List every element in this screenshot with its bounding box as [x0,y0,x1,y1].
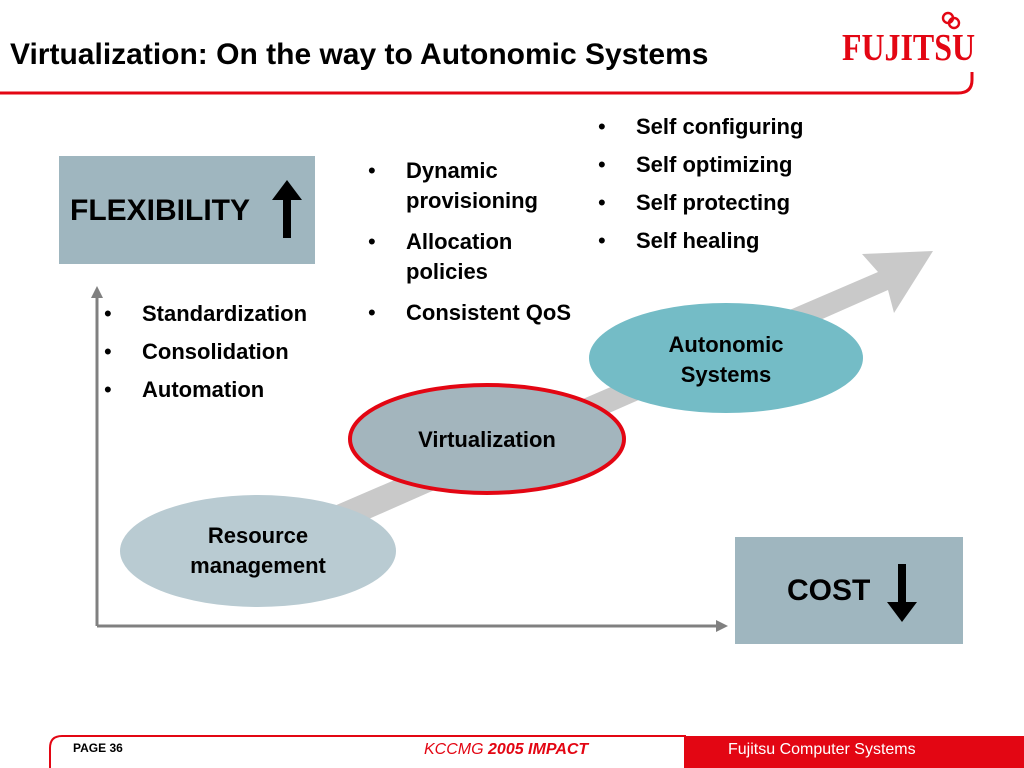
list-item: Standardization [100,300,360,327]
x-axis-arrowhead [716,620,728,632]
cost-box: COST [735,537,963,644]
resource-line1: Resource [207,523,309,548]
footer-event-name: 2005 IMPACT [488,741,589,758]
resource-management-label: Resource management [124,521,392,581]
cost-label: COST [787,574,871,607]
list-item: Automation [100,376,360,403]
page-number: PAGE 36 [73,741,123,755]
logo-text: FUJITSU [842,27,975,69]
autonomic-systems-ellipse [589,303,863,413]
resource-management-ellipse [120,495,396,607]
list-item: Allocation policies [364,227,584,287]
standardization-list: Standardization Consolidation Automation [100,300,360,414]
autonomic-line2: Systems [680,362,772,387]
flexibility-box: FLEXIBILITY [59,156,315,264]
virtualization-label: Virtualization [418,427,556,452]
list-item: Consistent QoS [364,298,584,328]
resource-line2: management [190,553,326,578]
footer-company: Fujitsu Computer Systems [728,741,916,758]
list-item: Self optimizing [594,151,884,178]
footer-bar [49,735,1024,768]
flexibility-label: FLEXIBILITY [70,194,250,227]
virtualization-features-list: Dynamic provisioning Allocation policies… [364,156,584,339]
header-divider [0,72,974,95]
list-item: Consolidation [100,338,360,365]
list-item: Self healing [594,227,884,254]
list-item: Self protecting [594,189,884,216]
footer-event: KCCMG 2005 IMPACT [424,741,588,759]
footer-event-org: KCCMG [424,741,484,758]
fujitsu-logo: FUJITSU [842,11,975,69]
virtualization-ellipse [348,383,626,495]
autonomic-features-list: Self configuring Self optimizing Self pr… [594,113,884,265]
arrow-down-icon [887,564,917,622]
autonomic-systems-label: Autonomic Systems [596,330,856,390]
autonomic-line1: Autonomic [668,332,784,357]
arrow-up-icon [272,180,302,238]
y-axis-arrowhead [91,286,103,298]
list-item: Self configuring [594,113,884,140]
page-title: Virtualization: On the way to Autonomic … [10,38,709,71]
list-item: Dynamic provisioning [364,156,584,216]
